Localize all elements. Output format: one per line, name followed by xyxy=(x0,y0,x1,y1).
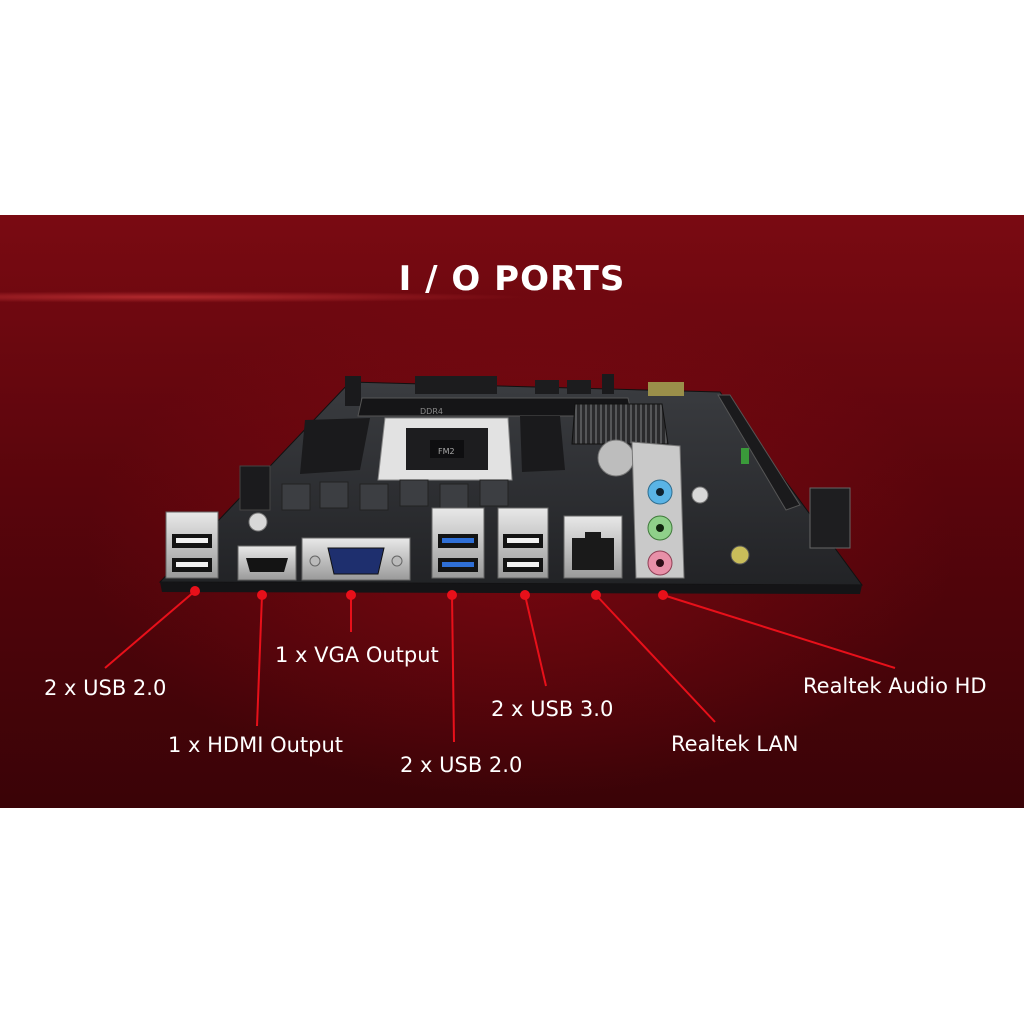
callout-dots xyxy=(190,586,668,600)
vga-port xyxy=(301,537,411,581)
dot-vga xyxy=(346,590,356,600)
usb30-port xyxy=(431,507,485,579)
usb20-left-port xyxy=(165,511,219,579)
hdmi-port xyxy=(237,545,297,581)
label-vga: 1 x VGA Output xyxy=(275,643,439,667)
chipset-heatsink xyxy=(571,403,669,445)
label-usb20-mid: 2 x USB 2.0 xyxy=(400,753,523,777)
callout-usb20-mid xyxy=(451,594,455,743)
svg-text:FM2: FM2 xyxy=(438,447,455,456)
dot-audio xyxy=(658,590,668,600)
label-usb20-left: 2 x USB 2.0 xyxy=(44,676,167,700)
lan-port xyxy=(563,515,623,579)
light-streak xyxy=(0,287,1024,307)
label-lan: Realtek LAN xyxy=(671,732,799,756)
label-audio: Realtek Audio HD xyxy=(803,674,987,698)
dot-usb30 xyxy=(520,590,530,600)
svg-text:DDR4: DDR4 xyxy=(420,407,443,416)
callout-audio xyxy=(662,594,896,669)
cpu-socket: FM2 xyxy=(300,416,565,481)
page-title: I / O PORTS xyxy=(398,259,626,299)
callout-hdmi xyxy=(256,594,263,727)
usb20-mid-port xyxy=(497,507,549,579)
vrm-chokes xyxy=(248,479,750,565)
dot-hdmi xyxy=(257,590,267,600)
callout-lan xyxy=(595,594,716,723)
dot-usb20-left xyxy=(190,586,200,596)
label-hdmi: 1 x HDMI Output xyxy=(168,733,344,757)
label-usb30: 2 x USB 3.0 xyxy=(491,697,614,721)
top-connectors xyxy=(239,374,851,549)
pcie-slot xyxy=(717,394,801,511)
dot-usb20-mid xyxy=(447,590,457,600)
dot-lan xyxy=(591,590,601,600)
cmos-battery xyxy=(597,439,635,477)
io-ports xyxy=(165,441,685,581)
callout-usb20-left xyxy=(104,590,196,669)
audio-jacks xyxy=(631,441,685,579)
callouts xyxy=(104,590,896,743)
callout-usb30 xyxy=(524,594,547,687)
